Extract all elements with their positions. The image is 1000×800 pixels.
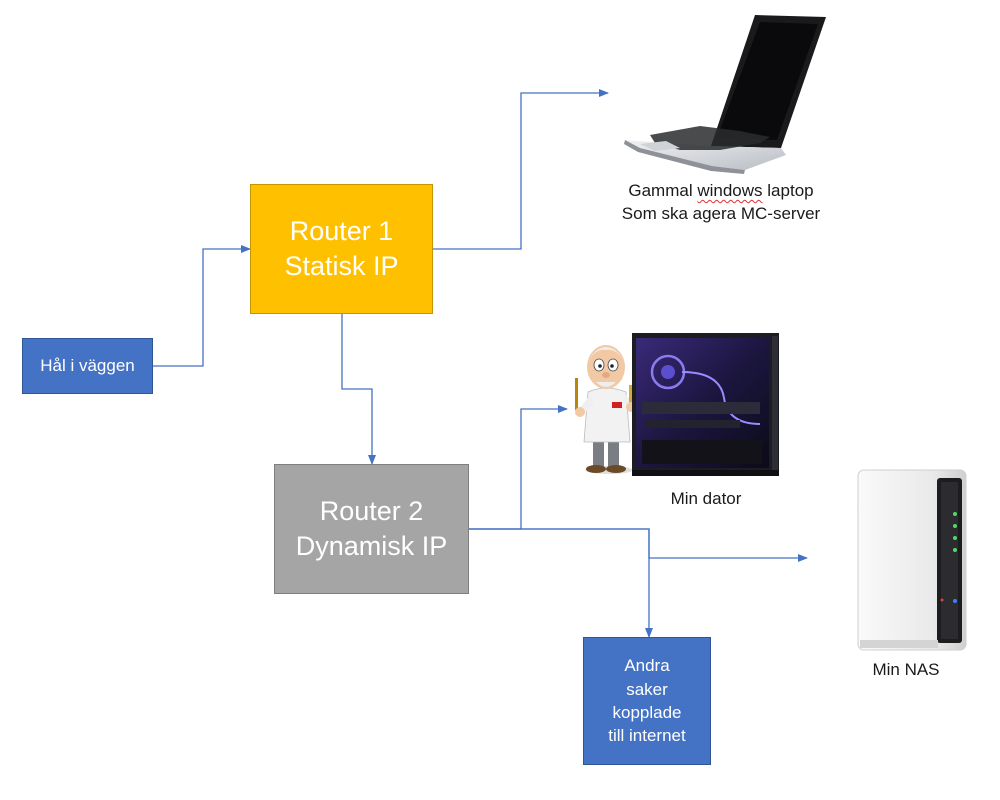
other-devices-line2: saker — [626, 679, 668, 699]
router2-box: Router 2 Dynamisk IP — [274, 464, 469, 594]
mascot-figure-icon — [575, 345, 636, 474]
desktop-pc-icon — [632, 333, 779, 476]
connector-router1-to-laptop — [433, 89, 609, 250]
router1-subtitle: Statisk IP — [284, 251, 399, 281]
nas-caption: Min NAS — [872, 660, 940, 679]
nas-device-icon — [857, 469, 967, 651]
router1-box: Router 1 Statisk IP — [250, 184, 433, 314]
laptop-icon — [624, 15, 826, 174]
connector-router1-to-router2 — [341, 314, 376, 465]
laptop-caption-word2: windows — [697, 181, 763, 200]
router2-subtitle: Dynamisk IP — [295, 531, 448, 561]
laptop-caption-word1: Gammal — [628, 181, 693, 200]
laptop-caption-line1: Gammal windows laptop — [596, 180, 846, 203]
connector-router2-to-nas — [469, 528, 808, 562]
connector-router2-to-other — [469, 528, 653, 638]
connector-router2-to-pc — [469, 405, 568, 530]
other-devices-line3: kopplade — [612, 703, 682, 722]
other-devices-line4: till internet — [608, 726, 686, 746]
laptop-caption-word3: laptop — [767, 181, 814, 200]
wall-outlet-box: Hål i väggen — [22, 338, 153, 394]
laptop-caption: Gammal windows laptop Som ska agera MC-s… — [596, 180, 846, 226]
router2-title: Router 2 — [319, 495, 424, 526]
other-devices-line1: Andra — [624, 656, 670, 676]
other-devices-box: Andra saker kopplade till internet — [583, 637, 711, 765]
connector-wall-to-router1 — [153, 245, 251, 367]
router1-title: Router 1 — [289, 215, 394, 246]
laptop-caption-line2: Som ska agera MC-server — [621, 203, 821, 223]
pc-caption: Min dator — [670, 489, 742, 508]
wall-outlet-label: Hål i väggen — [40, 356, 135, 375]
